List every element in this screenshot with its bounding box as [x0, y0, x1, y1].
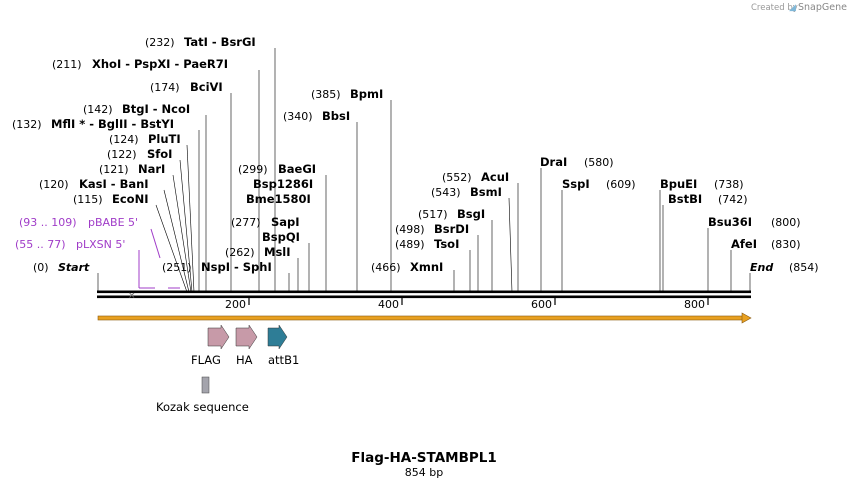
feature-label: FLAG — [191, 353, 221, 367]
primer-pos: (55 .. 77) — [15, 238, 66, 251]
ruler-tick-label: 400 — [378, 298, 399, 311]
brand-name: SnapGene — [798, 2, 847, 13]
end-pos: (854) — [789, 261, 819, 274]
site-pos: (800) — [771, 216, 801, 229]
site-pos: (340) — [283, 110, 313, 123]
site-name: BbsI — [322, 109, 350, 123]
site-pos: (174) — [150, 81, 180, 94]
site-name: NarI — [138, 162, 165, 176]
site-pos: (299) — [238, 163, 268, 176]
site-pos: (498) — [395, 223, 425, 236]
site-name: BtgI - NcoI — [122, 102, 190, 116]
site-name: TsoI — [434, 237, 459, 251]
site-pos: (251) — [162, 261, 192, 274]
site-name: DraI — [540, 155, 567, 169]
site-pos: (124) — [109, 133, 139, 146]
site-name: SapI — [271, 215, 300, 229]
primer-name: pLXSN 5' — [76, 238, 125, 251]
snapgene-logo-icon: ◢ — [789, 3, 796, 13]
site-name: MflI * - BglII - BstYI — [51, 117, 174, 131]
site-name: NspI - SphI — [201, 260, 272, 274]
site-pos: (120) — [39, 178, 69, 191]
ha-feature-arrow — [235, 324, 258, 350]
primer-name: pBABE 5' — [88, 216, 138, 229]
ruler-tick-label: 800 — [684, 298, 705, 311]
ruler-tick-label: 600 — [531, 298, 552, 311]
primers: (93 .. 109) pBABE 5' (55 .. 77) pLXSN 5' — [15, 216, 138, 251]
site-name: AcuI — [481, 170, 509, 184]
primer-pos: (93 .. 109) — [19, 216, 77, 229]
features: FLAG HA attB1 Kozak sequence — [156, 324, 299, 414]
site-name: EcoNI — [112, 192, 148, 206]
orf-arrow — [97, 312, 752, 324]
site-pos: (552) — [442, 171, 472, 184]
brand-prefix: Created by — [751, 3, 798, 13]
site-name: BsgI — [457, 207, 485, 221]
site-pos: (738) — [714, 178, 744, 191]
site-name: XmnI — [410, 260, 443, 274]
flag-feature-arrow — [207, 324, 230, 350]
feature-label: Kozak sequence — [156, 400, 249, 414]
site-pos: (385) — [311, 88, 341, 101]
site-name: BsmI — [470, 185, 502, 199]
site-pos: (489) — [395, 238, 425, 251]
kozak-feature-box — [201, 376, 210, 394]
site-pos: (142) — [83, 103, 113, 116]
site-pos: (115) — [73, 193, 103, 206]
map-title: Flag-HA-STAMBPL1 — [351, 450, 497, 466]
ambiguity-mark-icon: × — [128, 291, 136, 301]
site-name: TatI - BsrGI — [184, 35, 256, 49]
start-pos: (0) — [33, 261, 49, 274]
site-name: AfeI — [731, 237, 757, 251]
site-pos: (517) — [418, 208, 448, 221]
site-name: BspQI — [262, 230, 300, 244]
start-label: Start — [58, 261, 90, 274]
site-name: PluTI — [148, 132, 181, 146]
site-name: MslI — [264, 245, 291, 259]
site-name: BpmI — [350, 87, 383, 101]
site-pos: (466) — [371, 261, 401, 274]
site-name: Bsp1286I — [253, 177, 313, 191]
site-name: Bsu36I — [708, 215, 752, 229]
site-name: KasI - BanI — [79, 177, 149, 191]
site-name: BciVI — [190, 80, 223, 94]
feature-label: attB1 — [268, 353, 299, 367]
site-pos: (132) — [12, 118, 42, 131]
site-pos: (543) — [431, 186, 461, 199]
attb1-feature-arrow — [267, 324, 288, 350]
dna-backbone: × — [97, 290, 751, 301]
site-pos: (609) — [606, 178, 636, 191]
restriction-sites: (232) TatI - BsrGI (211) XhoI - PspXI - … — [12, 35, 801, 274]
site-pos: (580) — [584, 156, 614, 169]
site-name: XhoI - PspXI - PaeR7I — [92, 57, 228, 71]
site-name: Bme1580I — [246, 192, 311, 206]
primer-leader-lines — [138, 228, 180, 289]
site-name: BpuEI — [660, 177, 697, 191]
site-name: SfoI — [147, 147, 172, 161]
site-pos: (742) — [718, 193, 748, 206]
site-pos: (122) — [107, 148, 137, 161]
site-pos: (830) — [771, 238, 801, 251]
site-pos: (277) — [231, 216, 261, 229]
ruler-ticks — [248, 297, 709, 305]
feature-label: HA — [236, 353, 253, 367]
site-name: BaeGI — [278, 162, 316, 176]
site-pos: (211) — [52, 58, 82, 71]
ruler-tick-label: 200 — [225, 298, 246, 311]
site-name: BstBI — [668, 192, 702, 206]
site-pos: (121) — [99, 163, 129, 176]
site-leader-lines — [97, 48, 751, 293]
site-pos: (262) — [225, 246, 255, 259]
site-pos: (232) — [145, 36, 175, 49]
site-name: SspI — [562, 177, 590, 191]
end-label: End — [750, 261, 773, 274]
map-length: 854 bp — [405, 466, 443, 479]
site-name: BsrDI — [434, 222, 469, 236]
